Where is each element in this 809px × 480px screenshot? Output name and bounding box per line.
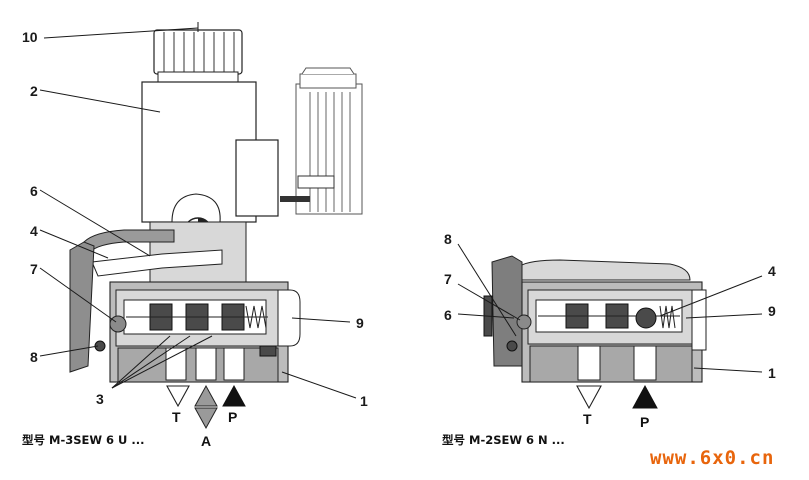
left-port-p-label: P <box>228 409 237 425</box>
right-valve: T P 8 7 6 4 9 1 型号 M-2SEW 6 N ... <box>442 231 776 447</box>
left-port-t-label: T <box>172 409 181 425</box>
right-port-t-arrow <box>576 385 602 410</box>
left-port-a-arrow-down <box>194 407 218 430</box>
left-connector-plug <box>280 67 363 215</box>
right-top-housing <box>519 259 691 281</box>
left-valve-body <box>94 281 301 383</box>
right-callout-8: 8 <box>444 231 452 247</box>
left-callout-8: 8 <box>30 349 38 365</box>
left-callout-1: 1 <box>360 393 368 409</box>
right-callout-6: 6 <box>444 307 452 323</box>
left-lever-arm-2 <box>91 249 223 277</box>
left-callout-3: 3 <box>96 391 104 407</box>
left-caption: 型号 M-3SEW 6 U ... <box>22 433 145 447</box>
right-callout-1: 1 <box>768 365 776 381</box>
left-knurled-cap <box>153 29 243 83</box>
left-connector-block <box>235 139 279 217</box>
right-callout-4: 4 <box>768 263 776 279</box>
right-side-plate <box>491 255 523 367</box>
left-port-p-arrow <box>222 384 246 407</box>
left-port-t-arrow <box>166 385 190 408</box>
left-port-a-arrow-up <box>194 384 218 407</box>
right-port-t-label: T <box>583 411 592 427</box>
left-callout-9: 9 <box>356 315 364 331</box>
right-leader-lines <box>457 243 763 373</box>
left-lever-arm <box>83 229 175 253</box>
right-valve-body <box>506 281 707 383</box>
left-callout-6: 6 <box>30 183 38 199</box>
left-side-plate <box>69 241 95 373</box>
left-leader-lines <box>39 27 357 399</box>
left-callout-2: 2 <box>30 83 38 99</box>
left-callout-7: 7 <box>30 261 38 277</box>
left-valve: T A P 10 2 6 4 7 8 3 9 1 型号 M-3SEW 6 U .… <box>22 22 368 449</box>
right-port-p-label: P <box>640 414 649 430</box>
right-callout-7: 7 <box>444 271 452 287</box>
left-callout-10: 10 <box>22 29 38 45</box>
left-callout-4: 4 <box>30 223 38 239</box>
left-port-a-label: A <box>201 433 211 449</box>
right-port-p-arrow <box>632 384 658 409</box>
watermark-text: www.6x0.cn <box>650 447 774 469</box>
right-caption: 型号 M-2SEW 6 N ... <box>442 433 565 447</box>
right-callout-9: 9 <box>768 303 776 319</box>
left-port-arrows <box>166 384 246 430</box>
